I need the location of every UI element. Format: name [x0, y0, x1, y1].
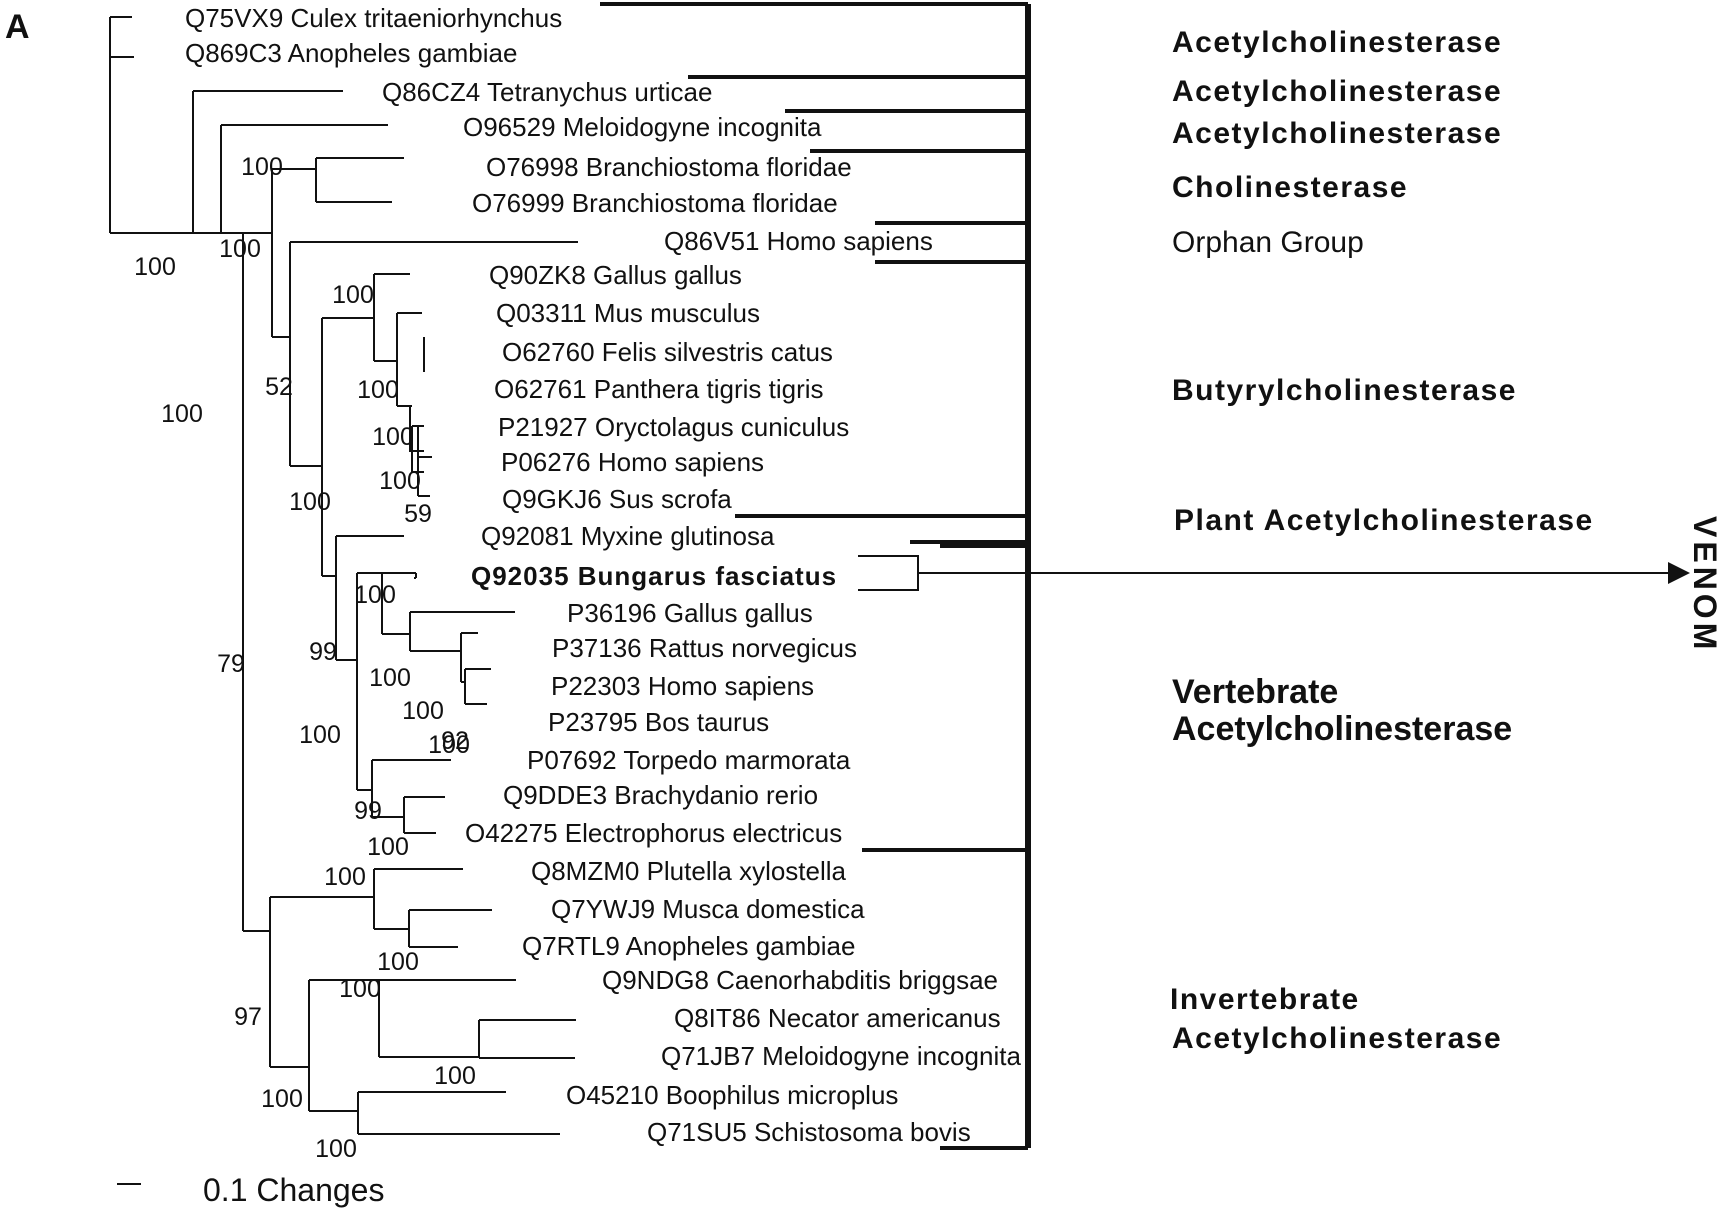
leaf-label: Q71JB7 Meloidogyne incognita	[661, 1041, 1021, 1071]
leaf-label: Q75VX9 Culex tritaeniorhynchus	[185, 3, 562, 33]
bootstrap-value: 100	[377, 948, 419, 976]
leaf-label: O76998 Branchiostoma floridae	[486, 152, 852, 182]
leaf-label: Q90ZK8 Gallus gallus	[489, 260, 742, 290]
leaf-label: P36196 Gallus gallus	[567, 598, 813, 628]
group-label: Acetylcholinesterase	[1172, 117, 1502, 150]
bootstrap-value: 100	[161, 400, 203, 428]
leaf-label: Q7YWJ9 Musca domestica	[551, 894, 865, 924]
leaf-label: Q71SU5 Schistosoma bovis	[647, 1117, 971, 1147]
bootstrap-value: 100	[324, 863, 366, 891]
group-label: Orphan Group	[1172, 226, 1364, 259]
leaf-label: P23795 Bos taurus	[548, 707, 769, 737]
bootstrap-value: 100	[219, 235, 261, 263]
bootstrap-value: 100	[357, 376, 399, 404]
leaf-label: P07692 Torpedo marmorata	[527, 745, 851, 775]
group-label: Butyrylcholinesterase	[1172, 374, 1517, 407]
group-label: Invertebrate	[1170, 983, 1360, 1016]
bootstrap-value: 100	[369, 664, 411, 692]
leaf-label: P37136 Rattus norvegicus	[552, 633, 857, 663]
tree-branches	[109, 16, 578, 1185]
leaf-label: Q86V51 Homo sapiens	[664, 226, 933, 256]
bootstrap-value: 100	[379, 467, 421, 495]
leaf-label: P22303 Homo sapiens	[551, 671, 814, 701]
bootstrap-value: 100	[372, 423, 414, 451]
bootstrap-value: 97	[234, 1003, 262, 1031]
group-connectors	[600, 2, 1690, 1150]
bootstrap-value: 100	[354, 581, 396, 609]
group-label: Plant Acetylcholinesterase	[1174, 504, 1594, 537]
bootstrap-value: 79	[217, 650, 245, 678]
venom-label: VENOM	[1687, 516, 1723, 653]
bootstrap-value: 99	[354, 797, 382, 825]
bootstrap-value: 100	[402, 697, 444, 725]
leaf-label: Q8IT86 Necator americanus	[674, 1003, 1001, 1033]
bootstrap-value: 99	[309, 638, 337, 666]
scale-bar-label: 0.1 Changes	[203, 1172, 384, 1208]
leaf-label: Q9GKJ6 Sus scrofa	[502, 484, 732, 514]
bootstrap-value: 100	[428, 731, 470, 759]
venom-bracket	[858, 555, 919, 591]
leaf-label: Q92035 Bungarus fasciatus	[471, 561, 837, 591]
bootstrap-value: 92	[441, 727, 469, 755]
leaf-label: Q9NDG8 Caenorhabditis briggsae	[602, 965, 998, 995]
panel-label: A	[5, 8, 30, 46]
group-label: Vertebrate	[1172, 673, 1338, 711]
group-label: Acetylcholinesterase	[1172, 710, 1512, 748]
bootstrap-value: 59	[404, 500, 432, 528]
group-label: Acetylcholinesterase	[1172, 26, 1502, 59]
leaf-label: Q869C3 Anopheles gambiae	[185, 38, 517, 68]
bootstrap-value: 100	[339, 975, 381, 1003]
leaf-label: Q03311 Mus musculus	[496, 298, 760, 328]
group-label: Acetylcholinesterase	[1172, 1022, 1502, 1055]
leaf-label: O45210 Boophilus microplus	[566, 1080, 898, 1110]
group-label: Acetylcholinesterase	[1172, 75, 1502, 108]
bootstrap-value: 100	[261, 1085, 303, 1113]
group-label: Cholinesterase	[1172, 171, 1408, 204]
leaf-label: O76999 Branchiostoma floridae	[472, 188, 838, 218]
bootstrap-value: 100	[434, 1062, 476, 1090]
bootstrap-value: 100	[332, 281, 374, 309]
leaf-label: Q9DDE3 Brachydanio rerio	[503, 780, 818, 810]
leaf-label: Q8MZM0 Plutella xylostella	[531, 856, 847, 886]
leaf-label: Q86CZ4 Tetranychus urticae	[382, 77, 712, 107]
bootstrap-value: 100	[241, 153, 283, 181]
bootstrap-value: 100	[299, 721, 341, 749]
leaf-label: P21927 Oryctolagus cuniculus	[498, 412, 849, 442]
leaf-label: O96529 Meloidogyne incognita	[463, 112, 822, 142]
leaf-label: O42275 Electrophorus electricus	[465, 818, 842, 848]
bootstrap-value: 100	[315, 1135, 357, 1163]
bootstrap-value: 100	[367, 833, 409, 861]
leaf-label: Q92081 Myxine glutinosa	[481, 521, 775, 551]
leaf-label: O62760 Felis silvestris catus	[502, 337, 833, 367]
bootstrap-value: 100	[134, 253, 176, 281]
bootstrap-value: 52	[265, 373, 293, 401]
leaf-label: P06276 Homo sapiens	[501, 447, 764, 477]
leaf-label: O62761 Panthera tigris tigris	[494, 374, 824, 404]
leaf-label: Q7RTL9 Anopheles gambiae	[522, 931, 855, 961]
venom-arrowhead	[1668, 562, 1690, 584]
bootstrap-value: 100	[289, 488, 331, 516]
